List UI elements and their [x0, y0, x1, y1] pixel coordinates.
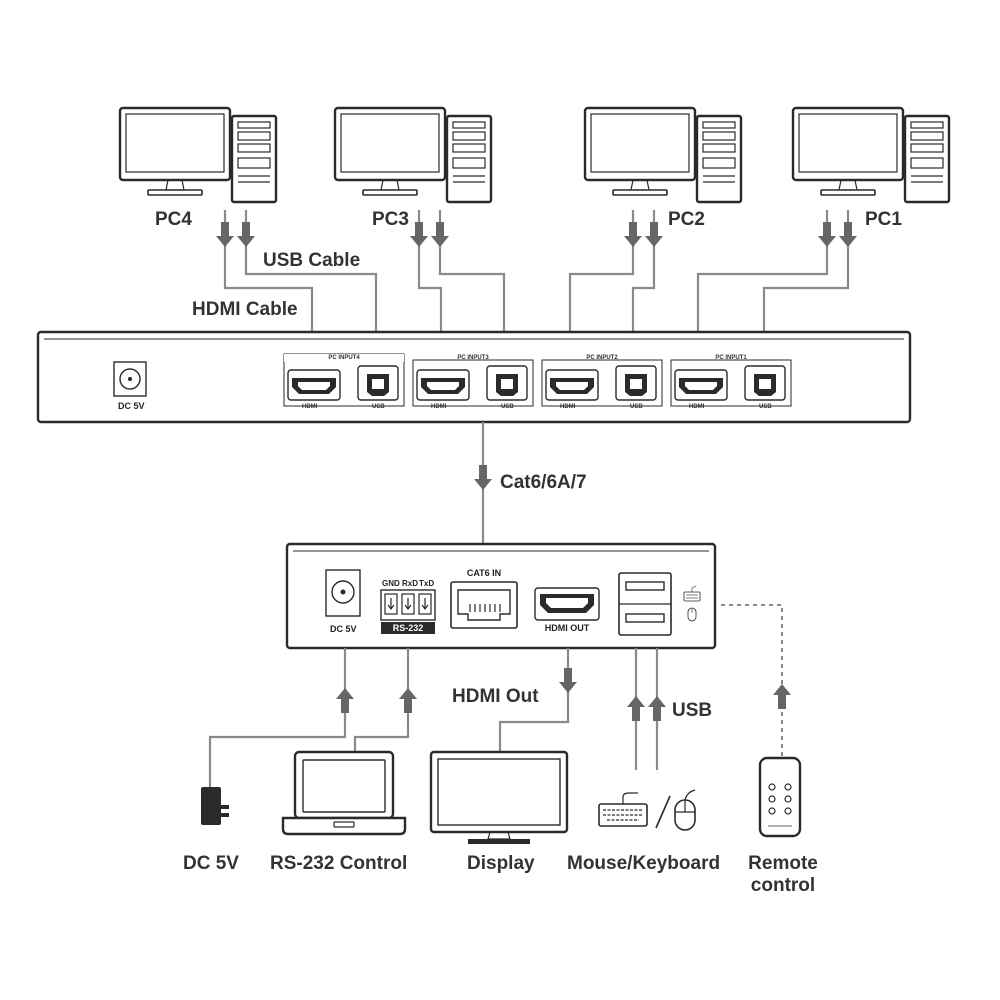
input-3-usb-label: USB: [501, 404, 514, 410]
cat6-in-label: CAT6 IN: [467, 568, 501, 578]
display-icon: [429, 750, 569, 844]
laptop-icon: [281, 750, 407, 836]
remote-label-line1: Remote: [748, 853, 818, 874]
mouse-keyboard-label: Mouse/Keyboard: [567, 853, 720, 874]
hdmi-out-port: HDMI OUT: [534, 587, 600, 633]
pc4-label: PC4: [155, 209, 192, 230]
pc2-label: PC2: [668, 209, 705, 230]
pc3: [333, 106, 493, 204]
input-2-title: PC INPUT2: [586, 355, 618, 361]
receiver-dc-jack: [325, 569, 361, 617]
input-3-hdmi-label: HDMI: [431, 404, 447, 410]
pc2: [583, 106, 743, 204]
input-2-hdmi-label: HDMI: [560, 404, 576, 410]
pc4: [118, 106, 278, 204]
pc3-label: PC3: [372, 209, 409, 230]
hdmi-cable-label: HDMI Cable: [192, 299, 298, 320]
rs232-control-label: RS-232 Control: [270, 853, 407, 874]
hdmi-out-cable-label: HDMI Out: [452, 686, 539, 707]
keyboard-mouse-symbol: [683, 585, 701, 622]
input-4-title: PC INPUT4: [328, 355, 360, 361]
input-1-hdmi-label: HDMI: [689, 404, 705, 410]
rxd-label: RxD: [402, 579, 418, 588]
input-1-usb-label: USB: [759, 404, 772, 410]
pc1-label: PC1: [865, 209, 902, 230]
lower-arrows: [336, 668, 791, 721]
usb-cable-label: USB Cable: [263, 250, 360, 271]
rs232-terminal: GND RxD TxD RS-232: [380, 579, 436, 634]
upper-cables: [223, 210, 850, 332]
pc-input-1: PC INPUT1 HDMI USB: [670, 355, 792, 410]
cat6-in-port: CAT6 IN: [450, 568, 518, 629]
pc-input-3: PC INPUT3 HDMI USB: [412, 355, 534, 410]
keyboard-icon: [598, 792, 648, 827]
rs232-port-label: RS-232: [393, 623, 424, 633]
slash-divider: [655, 795, 671, 829]
dc-5v-label: DC 5V: [183, 853, 239, 874]
cat-cable: [474, 422, 492, 544]
gnd-label: GND: [382, 579, 400, 588]
remote-label-line2: control: [751, 875, 815, 896]
txd-label: TxD: [419, 579, 434, 588]
mouse-icon: [674, 789, 696, 831]
upper-arrows: [216, 222, 857, 247]
input-2-usb-label: USB: [630, 404, 643, 410]
usb-a-ports: [618, 572, 672, 636]
input-1-title: PC INPUT1: [715, 355, 747, 361]
receiver-unit: DC 5V GND RxD TxD RS-232 CAT6 IN: [285, 542, 717, 650]
pc1: [791, 106, 951, 204]
transmitter-dc-label: DC 5V: [118, 401, 145, 411]
transmitter-dc-jack: [113, 361, 147, 397]
pc-input-2: PC INPUT2 HDMI USB: [541, 355, 663, 410]
input-4-usb-label: USB: [372, 404, 385, 410]
usb-cable-label-lower: USB: [672, 700, 712, 721]
cat-cable-label: Cat6/6A/7: [500, 472, 587, 493]
hdmi-out-label: HDMI OUT: [545, 623, 590, 633]
transmitter-unit: DC 5V PC INPUT4 HDMI USB PC INPUT3 HDMI …: [36, 330, 912, 424]
power-adapter-icon: [201, 787, 229, 825]
input-4-hdmi-label: HDMI: [302, 404, 318, 410]
display-label: Display: [467, 853, 535, 874]
input-3-title: PC INPUT3: [457, 355, 489, 361]
remote-control-icon: [758, 756, 802, 838]
pc-input-4: PC INPUT4 HDMI USB: [283, 353, 405, 410]
receiver-dc-label: DC 5V: [330, 624, 357, 634]
